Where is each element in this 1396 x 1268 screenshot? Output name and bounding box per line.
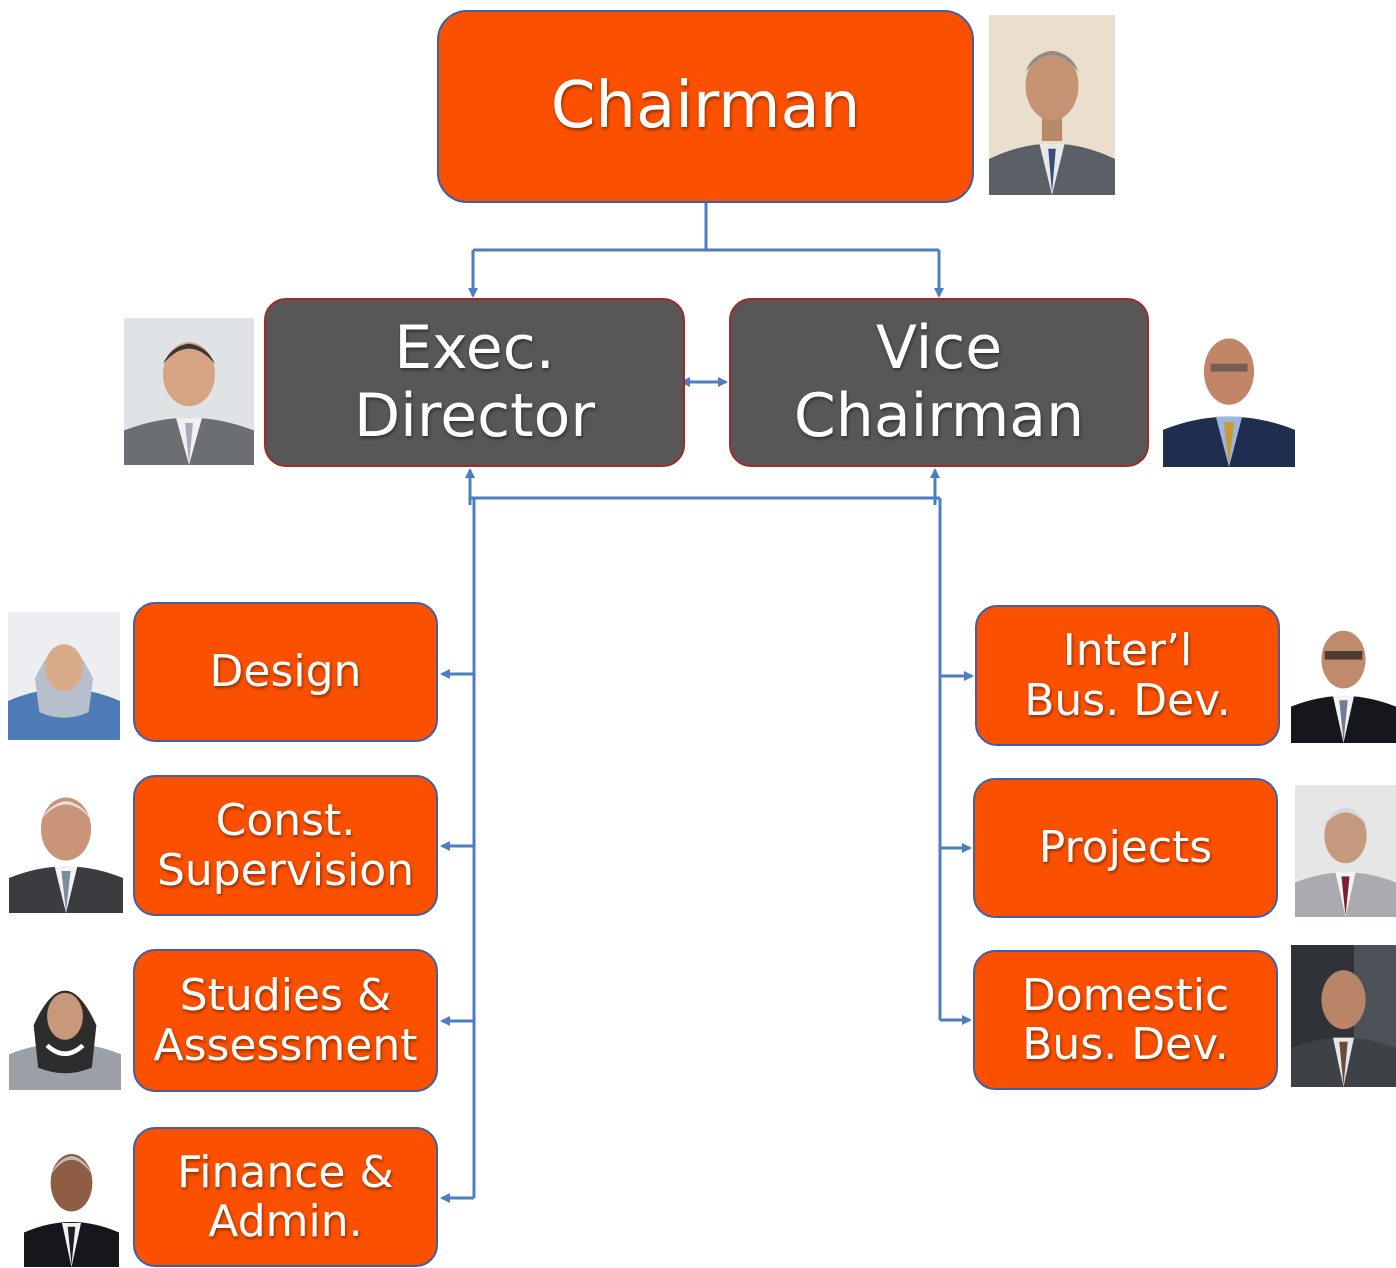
studies-assessment-head-photo [9,956,121,1090]
interl-bus-dev-box: Inter’l Bus. Dev. [975,605,1280,746]
finance-admin-head-photo [24,1133,119,1267]
chairman-label: Chairman [550,68,861,143]
const-supervision-line-2: Supervision [156,844,415,896]
domestic-bus-dev-box: Domestic Bus. Dev. [973,950,1278,1090]
studies-assessment-line-1: Studies & [179,970,392,1022]
design-label: Design [209,646,362,698]
vice-chairman-line-1: Vice [875,313,1003,384]
domestic-bus-dev-line-2: Bus. Dev. [1022,1019,1229,1070]
chairman-photo [989,15,1115,195]
domestic-bus-dev-head-photo [1291,945,1396,1087]
const-supervision-head-photo [9,773,123,913]
design-box: Design [133,602,438,742]
interl-bus-dev-line-1: Inter’l [1062,625,1193,677]
studies-assessment-line-2: Assessment [153,1019,418,1071]
projects-box: Projects [973,778,1278,918]
projects-label: Projects [1038,822,1213,874]
const-supervision-box: Const. Supervision [133,775,438,916]
finance-admin-line-1: Finance & [177,1146,394,1198]
const-supervision-line-1: Const. [215,795,356,847]
finance-admin-line-2: Admin. [208,1196,363,1247]
exec-director-line-1: Exec. [394,313,555,384]
chairman-box: Chairman [437,10,974,203]
finance-admin-box: Finance & Admin. [133,1127,438,1267]
vice-chairman-box: Vice Chairman [729,298,1149,467]
domestic-bus-dev-line-1: Domestic [1021,969,1230,1021]
studies-assessment-box: Studies & Assessment [133,949,438,1092]
vice-chairman-line-2: Chairman [793,380,1085,451]
exec-director-photo [124,318,254,465]
exec-director-line-2: Director [353,380,596,451]
vice-chairman-photo [1163,308,1295,467]
interl-bus-dev-line-2: Bus. Dev. [1024,674,1231,726]
interl-bus-dev-head-photo [1291,604,1396,743]
exec-director-box: Exec. Director [264,298,685,467]
projects-head-photo [1295,785,1396,917]
design-head-photo [8,612,120,740]
